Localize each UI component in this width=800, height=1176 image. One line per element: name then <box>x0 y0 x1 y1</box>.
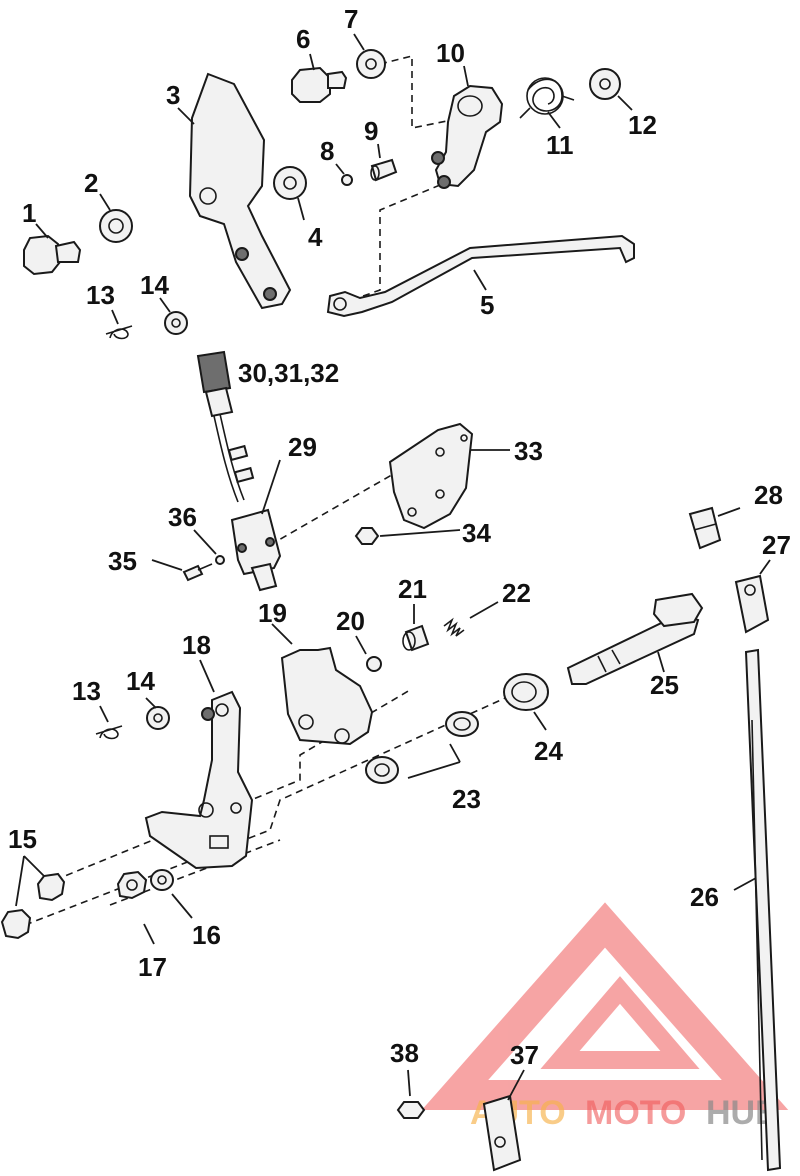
part-19-bracket <box>280 646 374 746</box>
label-20: 20 <box>336 606 365 636</box>
label-27: 27 <box>762 530 791 560</box>
part-7-washer <box>356 49 386 79</box>
label-26: 26 <box>690 882 719 912</box>
label-14-top: 14 <box>140 270 169 300</box>
part-13-cotter-pin-bottom <box>95 725 123 740</box>
part-38-bolt <box>396 1101 426 1119</box>
label-22: 22 <box>502 578 531 608</box>
part-3-lever-plate <box>188 72 292 310</box>
label-34: 34 <box>462 518 491 548</box>
part-36-small-washer <box>215 555 225 565</box>
part-18-lever-bracket <box>144 690 254 870</box>
part-37-bracket <box>482 1094 522 1172</box>
part-1-bolt <box>23 234 82 276</box>
callout-labels: 1 2 3 4 5 6 7 8 9 10 11 12 13 14 30,31,3… <box>8 4 791 1070</box>
watermark-moto: MOTO <box>585 1094 686 1132</box>
label-25: 25 <box>650 670 679 700</box>
part-4-washer <box>273 166 307 200</box>
label-23: 23 <box>452 784 481 814</box>
part-14-washer-top <box>164 311 188 335</box>
label-21: 21 <box>398 574 427 604</box>
label-30-31-32: 30,31,32 <box>238 358 339 388</box>
part-22-spring <box>443 617 465 637</box>
part-24-bushing <box>503 673 549 711</box>
part-6-bolt <box>291 66 348 103</box>
label-4: 4 <box>308 222 323 252</box>
label-28: 28 <box>754 480 783 510</box>
label-5: 5 <box>480 290 494 320</box>
label-14-bottom: 14 <box>126 666 155 696</box>
part-10-crank-arm <box>431 84 504 189</box>
part-12-washer <box>589 68 621 100</box>
part-5-link-rod <box>326 234 635 318</box>
part-28-clip <box>688 506 722 550</box>
label-13-top: 13 <box>86 280 115 310</box>
part-13-cotter-pin-top <box>105 325 133 340</box>
part-27-clevis <box>734 574 770 634</box>
part-33-bracket-plate <box>388 422 474 530</box>
part-21-sleeve <box>402 624 430 652</box>
part-23-bushings <box>365 711 479 784</box>
part-9-sleeve <box>370 158 398 182</box>
part-14-washer-bottom <box>146 706 170 730</box>
part-35-screw <box>182 563 213 582</box>
label-6: 6 <box>296 24 310 54</box>
part-15-bolts <box>0 872 66 940</box>
part-17-nut <box>116 870 148 900</box>
part-29-actuator <box>230 508 282 592</box>
part-11-spring <box>519 77 575 119</box>
label-2: 2 <box>84 168 98 198</box>
label-3: 3 <box>166 80 180 110</box>
part-30-31-32-sensor <box>196 350 255 503</box>
label-8: 8 <box>320 136 334 166</box>
label-15: 15 <box>8 824 37 854</box>
label-19: 19 <box>258 598 287 628</box>
label-9: 9 <box>364 116 378 146</box>
label-11: 11 <box>546 130 574 160</box>
label-7: 7 <box>344 4 358 34</box>
label-35: 35 <box>108 546 137 576</box>
label-37: 37 <box>510 1040 539 1070</box>
label-17: 17 <box>138 952 167 982</box>
label-12: 12 <box>628 110 657 140</box>
part-20-ball <box>366 656 382 672</box>
part-2-washer <box>99 209 133 243</box>
label-24: 24 <box>534 736 563 766</box>
part-16-washer <box>150 869 174 891</box>
label-33: 33 <box>514 436 543 466</box>
label-29: 29 <box>288 432 317 462</box>
label-36: 36 <box>168 502 197 532</box>
part-34-bolt <box>354 527 380 545</box>
label-16: 16 <box>192 920 221 950</box>
part-8-small-nut <box>341 174 353 186</box>
label-10: 10 <box>436 38 465 68</box>
label-38: 38 <box>390 1038 419 1068</box>
label-18: 18 <box>182 630 211 660</box>
label-13-bottom: 13 <box>72 676 101 706</box>
watermark-text: AUTO MOTO HUB <box>470 1094 780 1132</box>
part-25-shaft <box>566 592 704 685</box>
part-26-long-rod <box>744 648 782 1172</box>
leader-lines <box>15 33 771 1101</box>
label-1: 1 <box>22 198 36 228</box>
watermark-logo <box>421 902 789 1110</box>
